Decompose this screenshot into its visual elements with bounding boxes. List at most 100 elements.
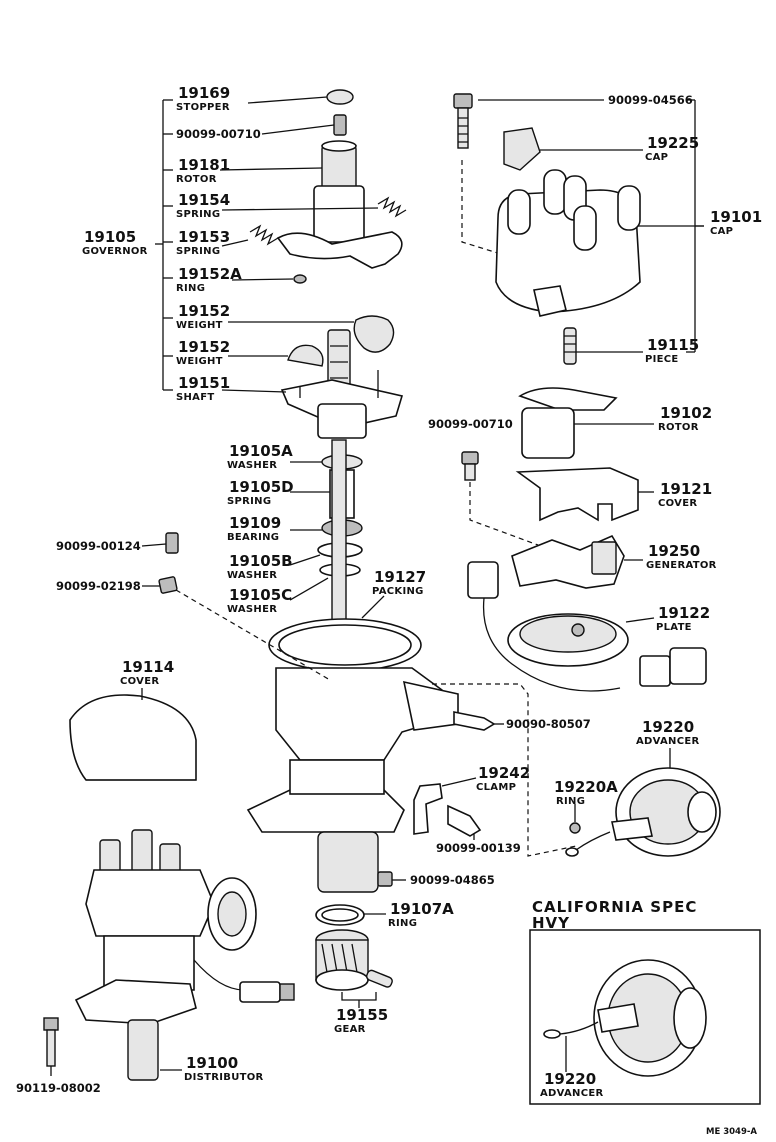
label-name: CLAMP bbox=[476, 782, 516, 793]
cap-19225 bbox=[503, 127, 643, 171]
bolt-90119-08002 bbox=[43, 1017, 59, 1076]
label-number: 19152 bbox=[178, 338, 230, 356]
label-number: 19152A bbox=[178, 265, 242, 283]
bolt-90099-00124 bbox=[141, 532, 179, 554]
label-name: WASHER bbox=[227, 604, 277, 615]
label-number: 19242 bbox=[478, 764, 530, 782]
label-number: 19102 bbox=[660, 404, 712, 422]
label-name: PLATE bbox=[656, 622, 692, 633]
rotor-19181 bbox=[219, 140, 403, 269]
label-number: 90099-04865 bbox=[410, 873, 495, 887]
label-19220-california: 19220 ADVANCER bbox=[540, 1070, 603, 1099]
label-name: WASHER bbox=[227, 570, 277, 581]
label-number: 19250 bbox=[648, 542, 700, 560]
label-90099-00710-top: 90099-00710 bbox=[176, 127, 261, 141]
label-19220: 19220 ADVANCER bbox=[636, 718, 699, 747]
label-19250: 19250 GENERATOR bbox=[646, 542, 717, 571]
piece-19115 bbox=[563, 327, 643, 365]
label-19121: 19121 COVER bbox=[658, 480, 712, 509]
label-number: 19220 bbox=[642, 718, 694, 736]
label-name: ROTOR bbox=[176, 174, 217, 185]
label-19105: 19105 GOVERNOR bbox=[82, 228, 147, 257]
label-name: ADVANCER bbox=[636, 736, 699, 747]
label-19152-upper: 19152 WEIGHT bbox=[176, 302, 230, 331]
label-90099-04566: 90099-04566 bbox=[608, 93, 693, 107]
label-90099-02198: 90099-02198 bbox=[56, 579, 141, 593]
label-number: 19105C bbox=[229, 586, 292, 604]
label-number: 19181 bbox=[178, 156, 230, 174]
label-name: SHAFT bbox=[176, 392, 214, 403]
label-name: RING bbox=[176, 283, 205, 294]
label-90119-08002: 90119-08002 bbox=[16, 1081, 101, 1095]
generator-19250 bbox=[467, 534, 643, 692]
label-90090-80507: 90090-80507 bbox=[506, 717, 591, 731]
label-19105C: 19105C WASHER bbox=[227, 586, 292, 615]
label-19122: 19122 PLATE bbox=[656, 604, 710, 633]
label-name: BEARING bbox=[227, 532, 279, 543]
washer-19105C bbox=[289, 563, 361, 601]
label-number: 19105A bbox=[229, 442, 293, 460]
label-19105D: 19105D SPRING bbox=[227, 478, 294, 507]
label-name: PIECE bbox=[645, 354, 679, 365]
screw-90099-00710-top bbox=[261, 114, 347, 136]
bearing-19109 bbox=[290, 519, 363, 537]
label-name: SPRING bbox=[176, 246, 220, 257]
label-19105B: 19105B WASHER bbox=[227, 552, 293, 581]
bolt-90099-04865 bbox=[377, 871, 406, 887]
cover-19114 bbox=[69, 688, 197, 781]
label-number: 90099-00139 bbox=[436, 841, 521, 855]
label-name: GEAR bbox=[334, 1024, 366, 1035]
label-90099-00710-right: 90099-00710 bbox=[428, 417, 513, 431]
label-number: 19121 bbox=[660, 480, 712, 498]
label-name: CAP bbox=[710, 226, 733, 237]
label-19109: 19109 BEARING bbox=[227, 514, 281, 543]
label-name: CAP bbox=[645, 152, 668, 163]
label-name: WASHER bbox=[227, 460, 277, 471]
weight-19152-lower bbox=[228, 344, 324, 367]
label-number: 19220 bbox=[544, 1070, 596, 1088]
cover-19121 bbox=[515, 467, 654, 522]
label-number: 19169 bbox=[178, 84, 230, 102]
weight-19152-upper bbox=[228, 315, 395, 353]
label-19169: 19169 STOPPER bbox=[176, 84, 230, 113]
label-number: 19109 bbox=[229, 514, 281, 532]
stopper-19169 bbox=[247, 89, 354, 105]
label-name: DISTRIBUTOR bbox=[184, 1072, 264, 1083]
label-name: ROTOR bbox=[658, 422, 699, 433]
label-19154: 19154 SPRING bbox=[176, 191, 230, 220]
rotor-19102 bbox=[518, 387, 654, 459]
spring-19153 bbox=[221, 224, 279, 247]
label-19100: 19100 DISTRIBUTOR bbox=[184, 1054, 264, 1083]
label-number: 90099-04566 bbox=[608, 93, 693, 107]
label-number: 19105 bbox=[84, 228, 136, 246]
ring-19220A bbox=[569, 804, 581, 834]
label-name: RING bbox=[556, 796, 585, 807]
label-19153: 19153 SPRING bbox=[176, 228, 230, 257]
label-number: 19127 bbox=[374, 568, 426, 586]
label-name: RING bbox=[388, 918, 417, 929]
label-number: 19151 bbox=[178, 374, 230, 392]
california-spec-heading: CALIFORNIA SPEC HVY bbox=[532, 898, 696, 932]
bolt-90090-80507 bbox=[453, 711, 504, 731]
label-90099-00124: 90099-00124 bbox=[56, 539, 141, 553]
label-name: GENERATOR bbox=[646, 560, 717, 571]
leader-dash-screw-right bbox=[469, 482, 539, 546]
label-number: 19114 bbox=[122, 658, 174, 676]
label-number: 90099-02198 bbox=[56, 579, 141, 593]
label-name: STOPPER bbox=[176, 102, 230, 113]
plate-19122 bbox=[507, 613, 707, 687]
label-number: 90099-00710 bbox=[176, 127, 261, 141]
screw-90099-00139 bbox=[447, 804, 482, 840]
california-spec-box bbox=[529, 929, 761, 1105]
label-number: 19225 bbox=[647, 134, 699, 152]
label-number: 19154 bbox=[178, 191, 230, 209]
label-number: 90090-80507 bbox=[506, 717, 591, 731]
label-number: 90119-08002 bbox=[16, 1081, 101, 1095]
label-number: 19107A bbox=[390, 900, 454, 918]
label-name: WEIGHT bbox=[176, 320, 223, 331]
label-19105A: 19105A WASHER bbox=[227, 442, 293, 471]
california-line2: HVY bbox=[532, 914, 570, 932]
label-19220A: 19220A RING bbox=[554, 778, 618, 807]
screw-90099-04566 bbox=[453, 93, 473, 149]
